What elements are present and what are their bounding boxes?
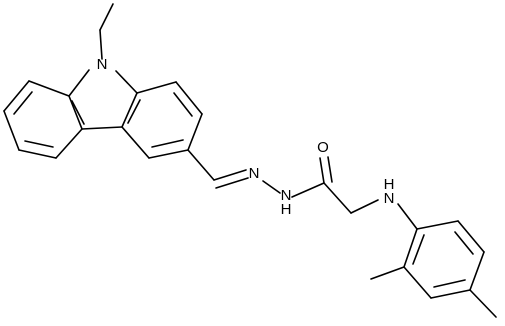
bond bbox=[24, 140, 54, 148]
bond bbox=[291, 182, 325, 198]
carbonyl-oxygen-label: O bbox=[317, 139, 329, 156]
bond-layer bbox=[3, 3, 497, 318]
bond bbox=[148, 149, 189, 159]
bond bbox=[350, 199, 379, 214]
bond bbox=[430, 289, 471, 299]
bond bbox=[213, 169, 247, 181]
bond bbox=[262, 180, 281, 194]
amine-nitrogen-hydrogen-label: H bbox=[384, 176, 395, 193]
bond bbox=[99, 29, 103, 60]
amide-nitrogen-hydrogen-label: H bbox=[281, 201, 292, 218]
bond bbox=[28, 80, 70, 97]
bond bbox=[469, 289, 497, 318]
ring-nitrogen-label: N bbox=[97, 56, 108, 73]
bond bbox=[71, 100, 85, 125]
bond bbox=[55, 128, 83, 159]
bond bbox=[416, 220, 459, 230]
imine-nitrogen-label: N bbox=[249, 165, 260, 182]
amine-nitrogen-label: N bbox=[384, 190, 395, 207]
bond bbox=[412, 234, 425, 265]
bond bbox=[187, 113, 203, 151]
bond bbox=[151, 139, 184, 148]
bond bbox=[18, 149, 57, 159]
bond bbox=[127, 99, 141, 124]
bond bbox=[68, 69, 90, 97]
bond bbox=[403, 228, 418, 268]
bond bbox=[454, 231, 474, 255]
bond bbox=[433, 279, 466, 288]
bond bbox=[121, 92, 138, 128]
bond bbox=[187, 149, 215, 181]
bond bbox=[68, 95, 83, 130]
bond bbox=[457, 220, 485, 253]
bond bbox=[3, 110, 20, 151]
bond bbox=[397, 203, 418, 230]
bond bbox=[469, 251, 485, 291]
bond bbox=[121, 126, 150, 159]
bond bbox=[319, 157, 325, 184]
bond bbox=[327, 156, 333, 183]
bond bbox=[175, 81, 203, 115]
bond bbox=[81, 126, 123, 130]
atom-label-layer: N N N H O N H bbox=[97, 56, 395, 218]
bond bbox=[173, 92, 193, 117]
bond bbox=[13, 91, 33, 115]
bond bbox=[3, 80, 30, 112]
bond bbox=[215, 177, 249, 189]
bond bbox=[115, 70, 138, 94]
amide-nitrogen-label: N bbox=[281, 187, 292, 204]
bond bbox=[323, 182, 352, 214]
bond bbox=[99, 3, 114, 31]
bond bbox=[136, 81, 177, 94]
bond bbox=[403, 266, 432, 299]
bond bbox=[370, 266, 405, 280]
